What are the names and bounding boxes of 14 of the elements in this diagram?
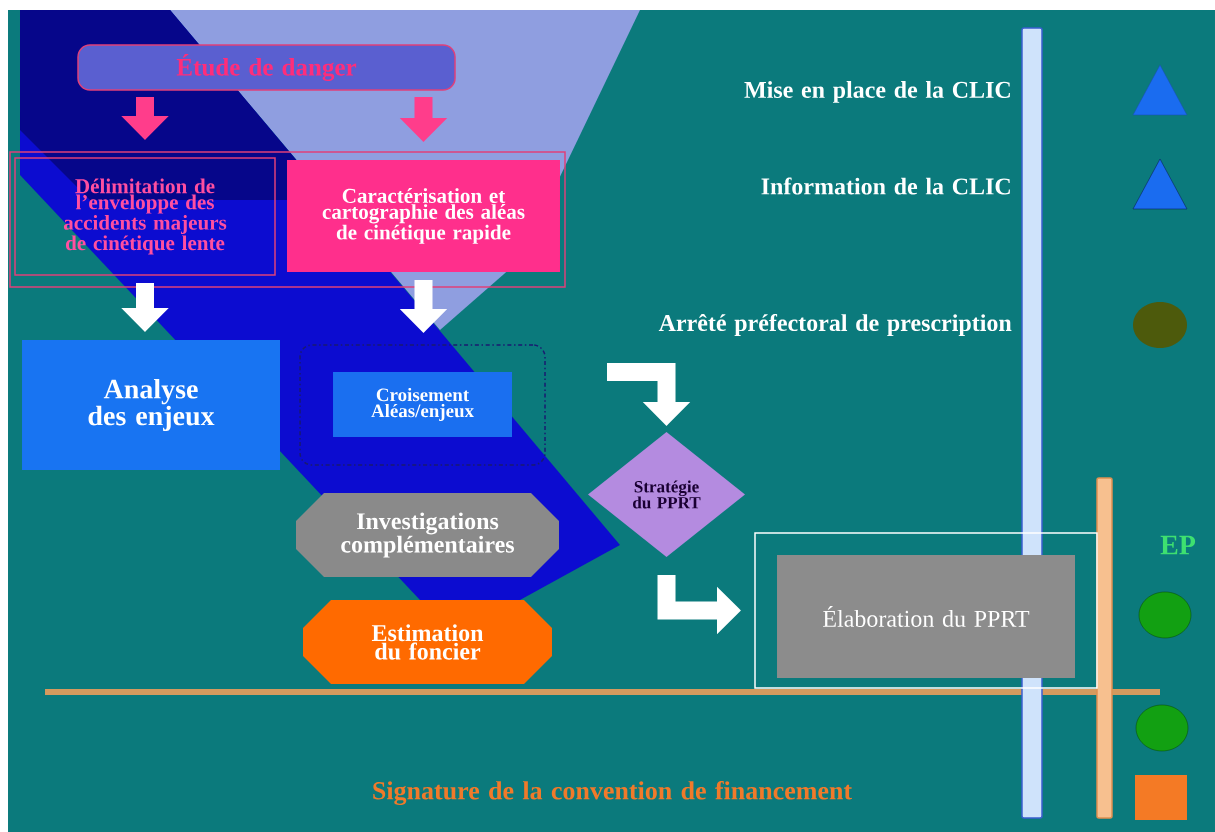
process-box: Délimitation de l’enveloppe des accidents majeurs de cinétique lente (14, 157, 276, 276)
dashed-frame (299, 344, 546, 466)
label-text: Signature de la convention de financement (373, 780, 852, 805)
timeline-bar (1096, 477, 1113, 819)
group-frame (754, 532, 1098, 689)
process-box: Élaboration du PPRT (777, 555, 1075, 678)
process-box: Croisement Aléas/enjeux (333, 372, 512, 437)
process-box: Analyse des enjeux (22, 340, 280, 470)
process-octagon: Investigations complémentaires (296, 493, 559, 577)
label-text: EP (1160, 535, 1196, 555)
heading-box: Étude de danger (77, 44, 456, 91)
process-octagon: Estimation du foncier (303, 600, 552, 684)
process-box: Caractérisation et cartographie des aléas de cinétique rapide (287, 160, 560, 272)
group-frame (9, 151, 566, 288)
